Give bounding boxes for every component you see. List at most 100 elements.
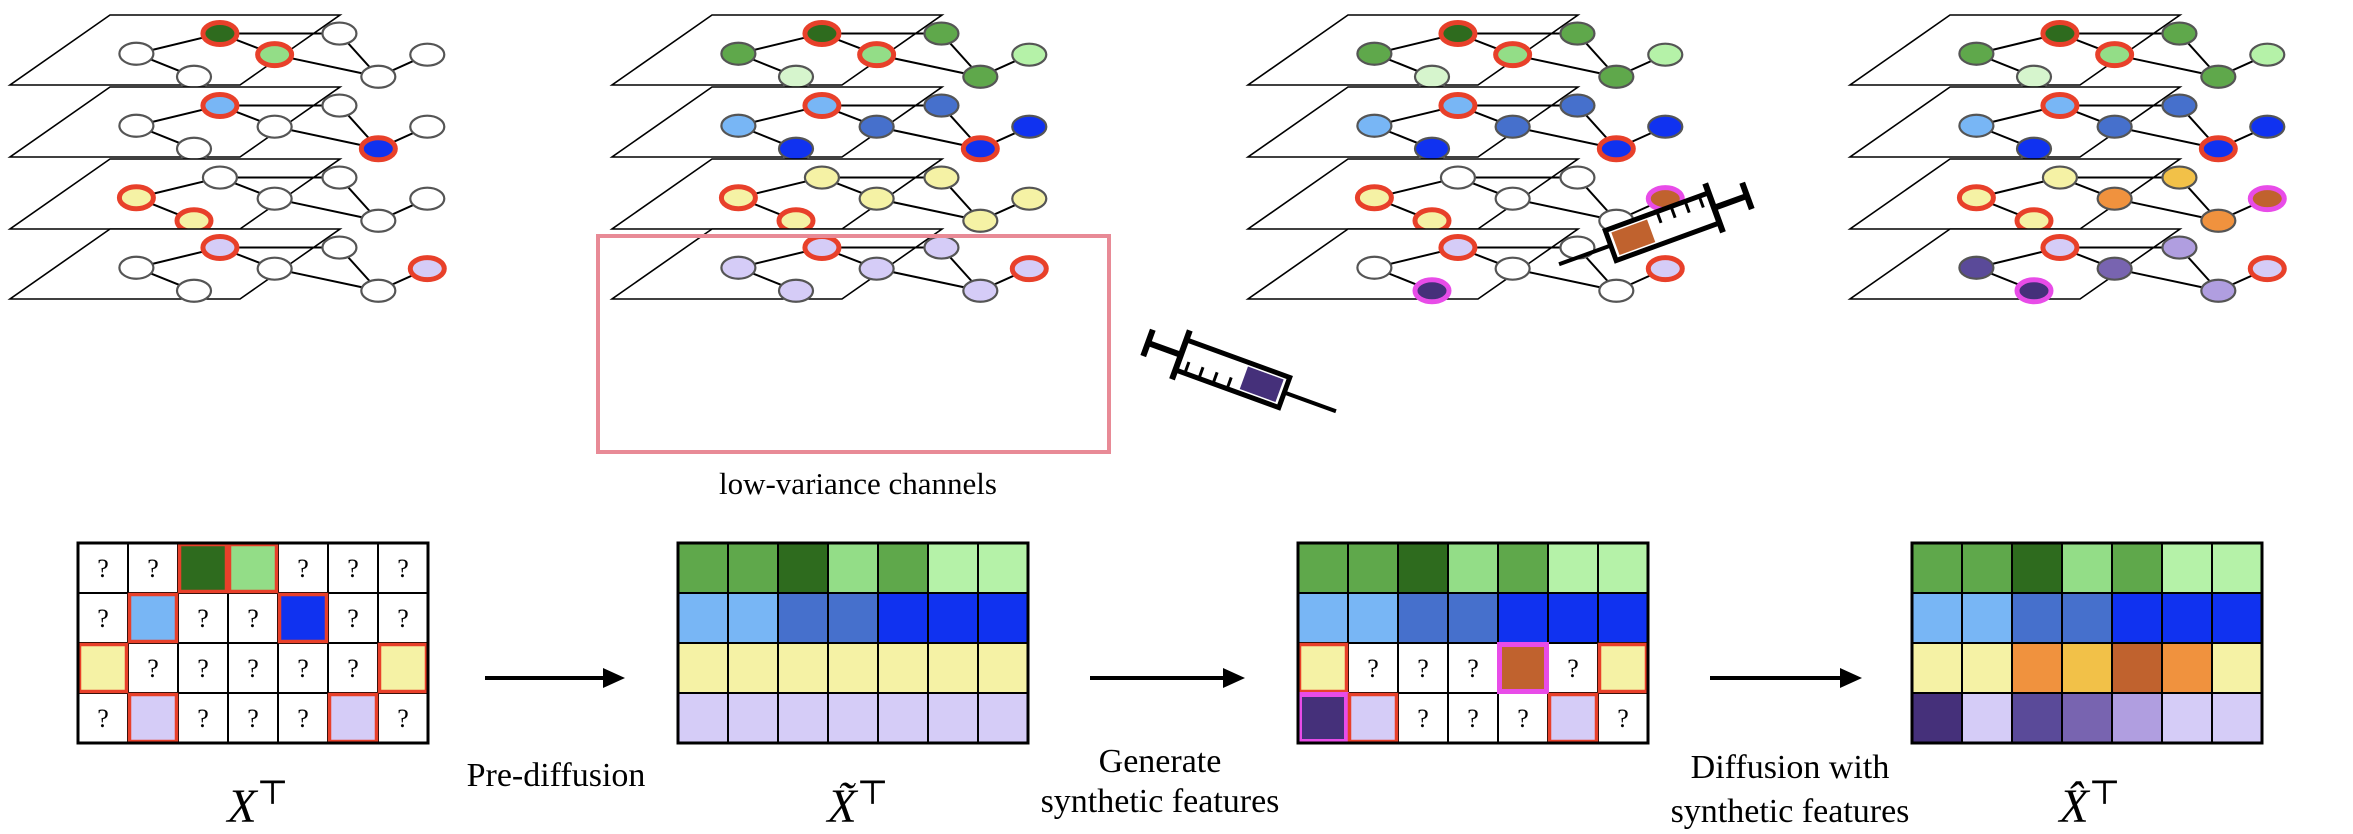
- graph-node: [2015, 136, 2053, 161]
- matrix-cell: [1347, 542, 1399, 594]
- syringe-tick: [1225, 376, 1233, 390]
- syringe-tick: [1697, 195, 1705, 209]
- matrix-cell: [727, 642, 779, 694]
- graph-node: [200, 234, 240, 262]
- syringe-plunger: [1146, 340, 1182, 358]
- graph-node: [2200, 64, 2237, 89]
- graph-node: [1958, 255, 1995, 280]
- matrix-cell: [2111, 592, 2163, 644]
- graph-node: [923, 93, 960, 118]
- graph-node: [409, 186, 446, 211]
- matrix-cell: [77, 642, 129, 694]
- matrix-cell: [1447, 542, 1499, 594]
- matrix-cell-label: ?: [97, 604, 109, 633]
- matrix-cell: [977, 592, 1029, 644]
- layer-plane: [609, 14, 945, 86]
- matrix-cell: [1397, 592, 1449, 644]
- graph-node: [256, 186, 293, 211]
- matrix-cell-label: ?: [297, 704, 309, 733]
- graph-node: [802, 20, 842, 48]
- layer-plane: [1847, 14, 2183, 86]
- graph-node: [803, 165, 841, 190]
- matrix-cell: [827, 542, 879, 594]
- matrix-cell: [1961, 542, 2013, 594]
- matrix-label-x-tilde: X̃⊤: [825, 775, 888, 833]
- graph-node: [175, 64, 213, 89]
- matrix-border: [1910, 541, 2264, 745]
- graph-node: [1009, 255, 1049, 283]
- matrix-cell: [177, 542, 229, 594]
- matrix-cell: [2061, 642, 2113, 694]
- graph-node: [1438, 92, 1478, 120]
- syringe-tick: [1211, 371, 1219, 385]
- matrix-border: [76, 541, 430, 745]
- graph-node: [2096, 256, 2133, 281]
- matrix-cell: [377, 592, 429, 644]
- graph-node: [2015, 64, 2053, 89]
- graph-node: [118, 41, 155, 66]
- graph-node: [2200, 208, 2237, 233]
- matrix-cell: [2211, 542, 2263, 594]
- graph-layer: [1245, 14, 1684, 89]
- matrix-cell: [2111, 692, 2163, 744]
- matrix-cell: [1597, 692, 1649, 744]
- graph-node: [1494, 114, 1531, 139]
- graph-node: [1493, 41, 1533, 69]
- graph-layer: [1847, 14, 2286, 89]
- matrix-cell: [2211, 692, 2263, 744]
- matrix-cell-label: ?: [347, 654, 359, 683]
- matrix-border: [1296, 541, 1650, 745]
- graph-node: [2040, 20, 2080, 48]
- matrix-label-x-hat-base: X̂: [2057, 779, 2090, 833]
- matrix-cell-label: ?: [247, 654, 259, 683]
- matrix-cell: [877, 542, 929, 594]
- process-arrows: [485, 668, 1862, 688]
- syringe-upper-icon: [1558, 181, 1755, 267]
- layer-plane: [7, 14, 343, 86]
- graph-node: [321, 235, 358, 260]
- graph-node: [1439, 165, 1477, 190]
- graph-node: [1645, 255, 1685, 283]
- graph-node: [2247, 185, 2287, 213]
- graph-stack-1: [609, 14, 1049, 303]
- graph-node: [2161, 165, 2198, 190]
- matrix-cell: [677, 692, 729, 744]
- matrix-cell: [1347, 592, 1399, 644]
- graph-node: [360, 278, 397, 303]
- graph-node: [2096, 114, 2133, 139]
- graph-node: [1413, 136, 1451, 161]
- graph-node: [720, 255, 757, 280]
- matrix-cell: [1347, 692, 1399, 744]
- graph-node: [1354, 184, 1394, 212]
- graph-node: [802, 92, 842, 120]
- feature-matrices: ????????????????????????????: [76, 541, 2264, 745]
- matrix-cell-label: ?: [297, 554, 309, 583]
- matrix-cell: [777, 642, 829, 694]
- matrix-cell-label: ?: [147, 654, 159, 683]
- matrix-cell: [1497, 542, 1549, 594]
- graph-node: [802, 234, 842, 262]
- matrix-cell-label: ?: [1417, 704, 1429, 733]
- matrix-cell: [827, 642, 879, 694]
- layer-plane: [1847, 228, 2183, 300]
- graph-node: [720, 41, 757, 66]
- graph-node: [360, 64, 397, 89]
- graph-node: [1356, 113, 1393, 138]
- matrix-cell-label: ?: [297, 654, 309, 683]
- arrow-label-generate-line1: Generate: [1099, 743, 1222, 780]
- matrix-cell: [1547, 692, 1599, 744]
- graph-node: [1559, 93, 1596, 118]
- graph-node: [960, 135, 1000, 163]
- graph-node: [321, 21, 358, 46]
- matrix-cell: [927, 542, 979, 594]
- matrix-cell: [877, 692, 929, 744]
- graph-node: [256, 256, 293, 281]
- graph-node: [962, 208, 999, 233]
- graph-node: [118, 113, 155, 138]
- matrix-cell: [727, 692, 779, 744]
- arrow-label-pre-diffusion: Pre-diffusion: [467, 757, 646, 794]
- matrix-cell: [2061, 692, 2113, 744]
- graph-layer: [7, 228, 447, 303]
- matrix-cell-label: ?: [197, 654, 209, 683]
